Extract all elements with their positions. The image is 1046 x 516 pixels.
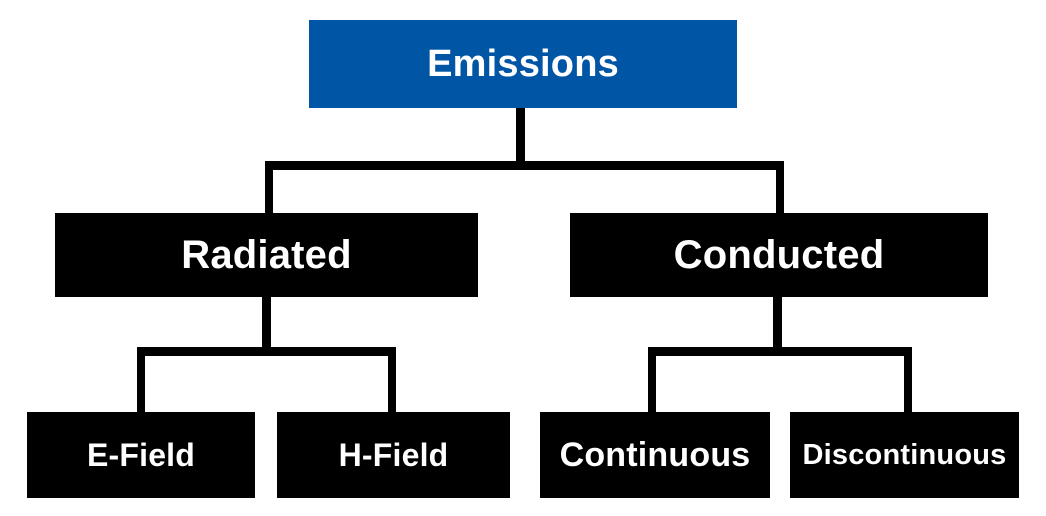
connector-conducted-horizontal <box>648 347 912 356</box>
connector-radiated-to-e-field <box>137 347 145 413</box>
connector-conducted-to-continuous <box>648 347 656 413</box>
node-e-field: E-Field <box>27 412 255 498</box>
connector-conducted-to-discontinuous <box>904 347 912 413</box>
node-h-field: H-Field <box>277 412 510 498</box>
connector-emissions-stem <box>516 108 525 169</box>
connector-emissions-to-conducted <box>776 161 784 215</box>
connector-radiated-to-h-field <box>388 347 396 413</box>
node-radiated: Radiated <box>55 213 478 297</box>
node-discontinuous: Discontinuous <box>790 412 1019 498</box>
connector-conducted-stem <box>773 297 782 349</box>
connector-emissions-horizontal <box>265 161 784 170</box>
node-emissions: Emissions <box>309 20 737 108</box>
connector-radiated-horizontal <box>137 347 396 356</box>
node-continuous: Continuous <box>540 412 770 498</box>
node-conducted: Conducted <box>570 213 988 297</box>
connector-radiated-stem <box>262 297 271 349</box>
connector-emissions-to-radiated <box>265 161 273 215</box>
